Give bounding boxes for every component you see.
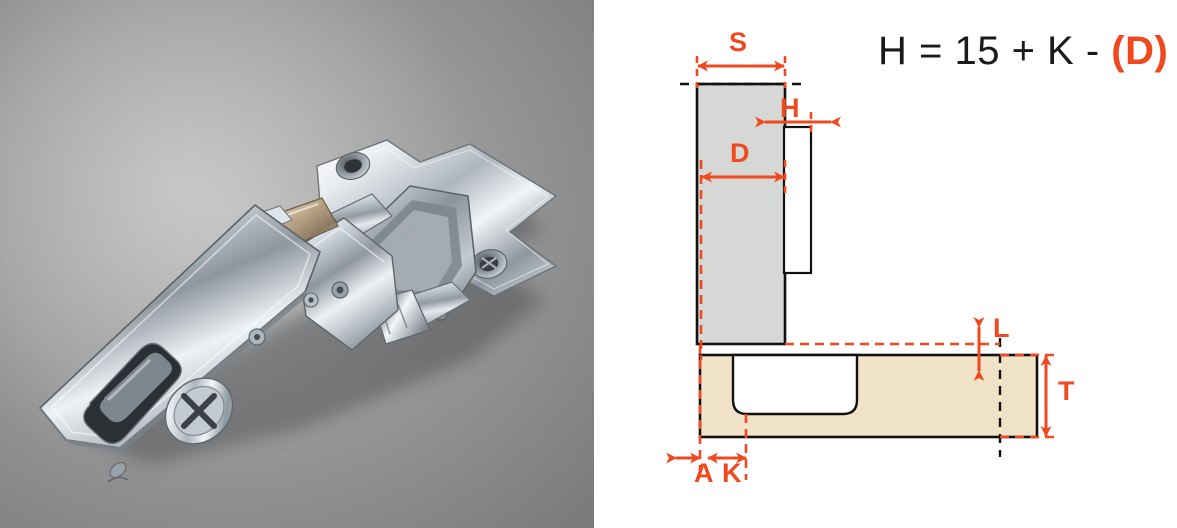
formula-main: H = 15 + K - xyxy=(878,29,1112,73)
hinge-slot xyxy=(83,342,182,445)
dimension-label-L: L xyxy=(993,313,1010,343)
dimension-diagram xyxy=(666,56,1057,480)
formula-text: H = 15 + K - (D) xyxy=(878,26,1168,76)
hinge-photo xyxy=(0,0,594,528)
hinge-arm xyxy=(38,203,321,483)
formula-accent: (D) xyxy=(1111,29,1169,73)
dimension-label-S: S xyxy=(729,27,748,57)
hinge-pivot-block xyxy=(295,217,399,351)
hinge-cup-bore xyxy=(731,353,859,416)
dimension-label-H: H xyxy=(780,93,800,123)
dimension-label-T: T xyxy=(1058,376,1075,406)
technical-drawing: H = 15 + K - (D) S H D L T A K xyxy=(594,0,1177,528)
dimension-label-K: K xyxy=(722,458,742,488)
hinge-adjust-screw xyxy=(164,377,234,445)
hinge-illustration xyxy=(38,139,558,483)
dimension-label-D: D xyxy=(730,138,750,168)
dimension-label-A: A xyxy=(694,458,714,488)
hinge-tip-notch xyxy=(107,476,129,483)
door-edge-strip xyxy=(782,125,813,275)
